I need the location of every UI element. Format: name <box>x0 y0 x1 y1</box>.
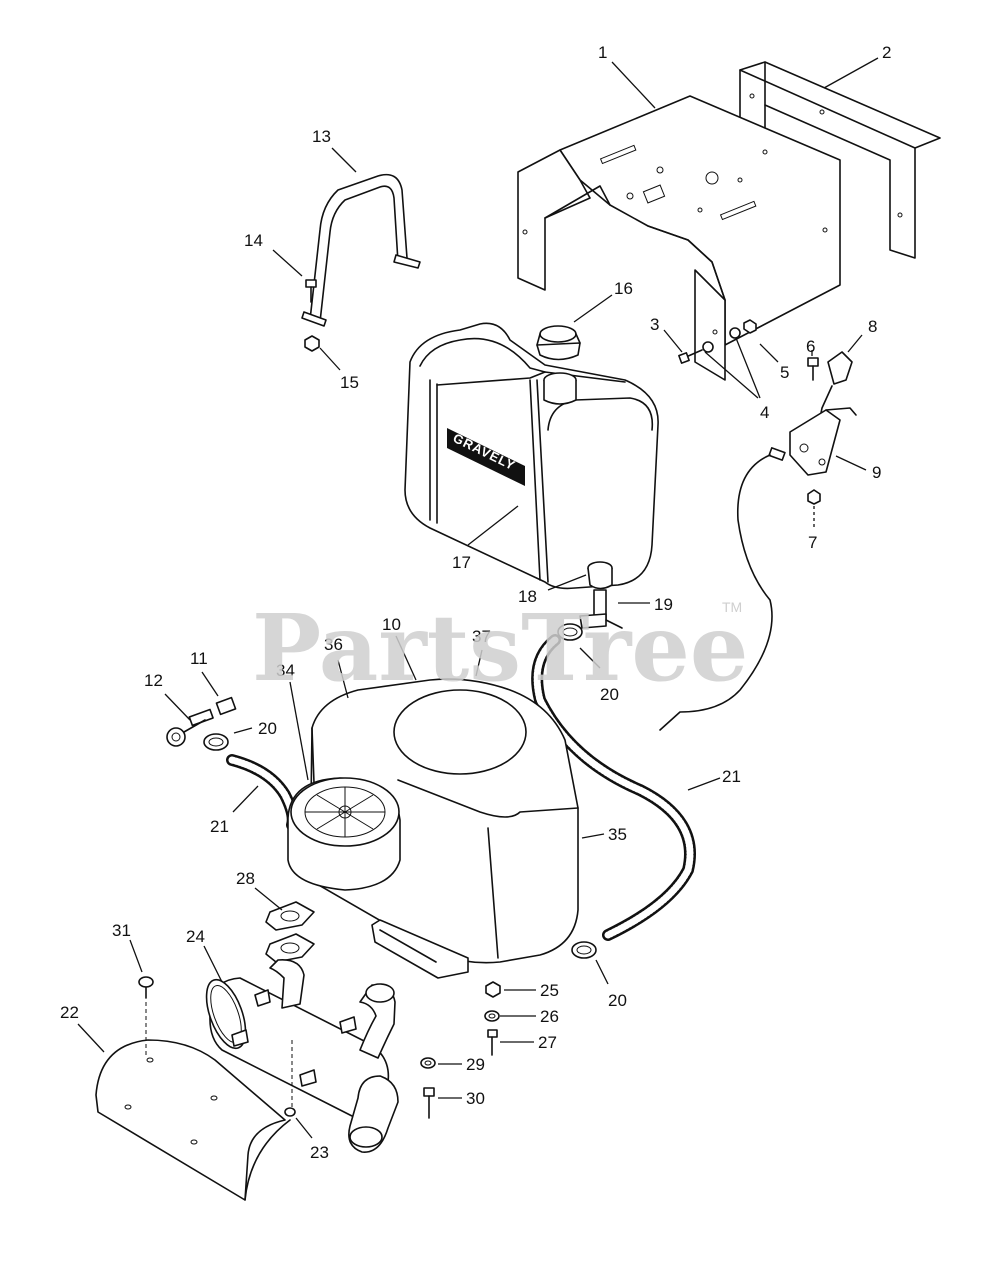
callout-label-22: 22 <box>60 1003 79 1022</box>
nut-25 <box>485 981 501 998</box>
bolt-6 <box>807 357 819 381</box>
callout-label-30: 30 <box>466 1089 485 1108</box>
watermark: PartsTree TM <box>252 594 748 702</box>
washer-26 <box>484 1010 500 1022</box>
callout-label-26: 26 <box>540 1007 559 1026</box>
tank-strap-part <box>301 173 421 327</box>
callout-label-17: 17 <box>452 553 471 572</box>
nut-7 <box>807 489 821 505</box>
callout-label-35: 35 <box>608 825 627 844</box>
leader-lines <box>77 57 879 1139</box>
fitting-11 <box>215 696 237 716</box>
callout-label-4: 4 <box>760 403 769 422</box>
clamp-20-bottom <box>571 941 597 959</box>
callout-label-23: 23 <box>310 1143 329 1162</box>
callout-label-6: 6 <box>806 337 815 356</box>
callout-label-7: 7 <box>808 533 817 552</box>
callout-label-25: 25 <box>540 981 559 1000</box>
muffler-24 <box>205 958 399 1153</box>
screw-31 <box>138 976 154 1055</box>
clamp-20-top <box>557 623 583 641</box>
throttle-cable <box>659 454 773 731</box>
screw-23 <box>284 1040 296 1117</box>
clamp-20-left <box>203 733 229 751</box>
callout-label-15: 15 <box>340 373 359 392</box>
callout-label-2: 2 <box>882 43 891 62</box>
console-bracket-part <box>517 95 841 381</box>
callout-label-11: 11 <box>190 649 208 668</box>
shutoff-18 <box>587 561 613 590</box>
nut-15 <box>304 335 320 352</box>
throttle-bracket-9 <box>768 407 857 476</box>
callout-label-20a: 20 <box>258 719 277 738</box>
washer-4 <box>729 327 741 339</box>
engine-part <box>309 678 579 979</box>
callout-labels: 1 2 13 14 15 16 3 5 4 6 8 9 7 17 18 19 1… <box>60 43 891 1162</box>
callout-label-16: 16 <box>614 279 633 298</box>
callout-label-13: 13 <box>312 127 331 146</box>
callout-label-19: 19 <box>654 595 673 614</box>
watermark-trademark: TM <box>722 599 742 615</box>
callout-label-31: 31 <box>112 921 131 940</box>
watermark-text: PartsTree <box>252 594 748 702</box>
callout-label-20c: 20 <box>608 991 627 1010</box>
callout-label-18: 18 <box>518 587 537 606</box>
callout-label-1: 1 <box>598 43 607 62</box>
nut-5 <box>743 319 757 334</box>
callout-label-10: 10 <box>382 615 401 634</box>
callout-label-28: 28 <box>236 869 255 888</box>
callout-label-24: 24 <box>186 927 205 946</box>
washer-29 <box>420 1057 436 1069</box>
fuel-cap-16 <box>536 325 581 361</box>
fuel-hose-21-left <box>226 754 299 831</box>
callout-label-36: 36 <box>324 635 343 654</box>
callout-label-20b: 20 <box>600 685 619 704</box>
fuel-tank-part: GRAVELY <box>404 322 659 590</box>
fitting-12 <box>166 708 214 747</box>
heat-shield-22 <box>95 1039 291 1201</box>
air-cleaner-34 <box>287 777 401 891</box>
callout-label-21b: 21 <box>722 767 741 786</box>
bolt-30 <box>423 1087 435 1119</box>
callout-label-37: 37 <box>472 627 491 646</box>
callout-label-29: 29 <box>466 1055 485 1074</box>
gasket-28b <box>265 933 315 963</box>
bolt-14 <box>305 279 317 303</box>
callout-label-9: 9 <box>872 463 881 482</box>
fitting-19 <box>579 589 623 629</box>
bolt-3 <box>678 341 714 364</box>
callout-label-8: 8 <box>868 317 877 336</box>
callout-label-3: 3 <box>650 315 659 334</box>
bolt-27 <box>487 1029 498 1056</box>
callout-label-27: 27 <box>538 1033 557 1052</box>
fuel-hose-21-right <box>531 634 696 941</box>
callout-label-34: 34 <box>276 661 295 680</box>
gasket-28 <box>265 901 315 931</box>
callout-label-14: 14 <box>244 231 263 250</box>
callout-label-21a: 21 <box>210 817 229 836</box>
callout-label-5: 5 <box>780 363 789 382</box>
callout-label-12: 12 <box>144 671 163 690</box>
